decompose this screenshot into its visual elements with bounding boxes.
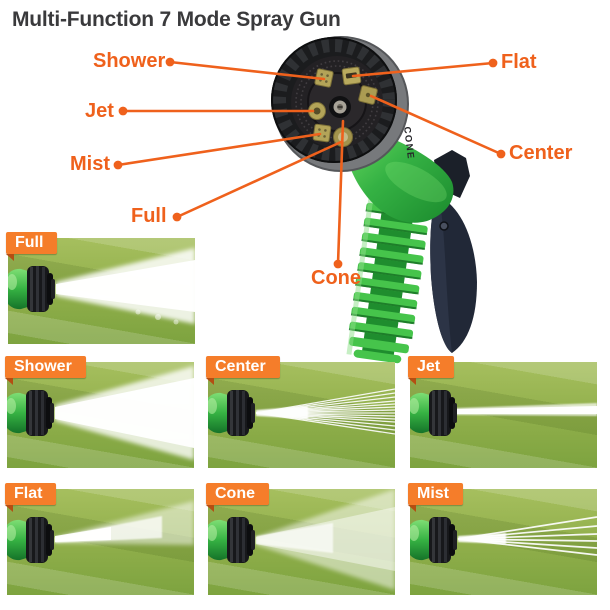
flat-nozzle [341,66,362,86]
spray-photo-jet [410,390,597,436]
hose-nozzle [208,517,255,563]
full-spray [56,248,195,325]
spray-photo-flat [7,501,194,563]
mode-photo-mist: Mist [408,483,597,595]
flat-spray [55,501,194,545]
callout-line-flat [351,61,495,78]
callout-dot-full [172,212,182,222]
spray-photo-full [8,248,195,325]
mode-badge: Jet [408,356,455,385]
callout-label-jet: Jet [85,100,114,122]
callout-label-full: Full [131,205,167,227]
mode-photo-full: Full [6,232,195,344]
badge-fold [408,505,416,512]
center-nozzle [358,85,378,105]
mode-badge-label: Full [15,234,44,251]
cone-spray [256,489,395,590]
spray-photo-shower [7,366,194,460]
nozzle-head: CONE [271,36,416,172]
callout-line-cone [336,119,345,266]
spray-photo-mist [410,516,597,563]
jet-spray [456,403,597,416]
badge-fold [6,254,14,261]
mode-photo-jet: Jet [408,356,597,468]
mode-badge: Flat [5,483,57,512]
mode-badge-label: Mist [417,485,449,502]
callout-dot-flat [488,58,498,68]
badge-fold [408,378,416,385]
callout-dot-shower [165,57,175,67]
mode-photo-cone: Cone [206,483,395,595]
hose-nozzle [410,517,457,563]
hose-nozzle [208,390,255,436]
shower-nozzle [314,68,334,88]
jet-nozzle [308,102,326,120]
mode-badge: Center [206,356,280,385]
mode-badge-label: Cone [215,485,255,502]
mode-badge: Shower [5,356,86,385]
badge-fold [5,378,13,385]
callout-line-mist [116,132,322,167]
hose-nozzle [410,390,457,436]
mode-photo-center: Center [206,356,395,468]
full-nozzle [333,127,353,147]
callout-label-cone: Cone [311,267,361,289]
mode-badge: Full [6,232,58,261]
mode-photo-shower: Shower [5,356,194,468]
mode-badge-label: Center [215,358,266,375]
badge-fold [206,505,214,512]
callout-label-flat: Flat [501,51,537,73]
callout-label-mist: Mist [70,153,110,175]
hose-nozzle [8,266,55,312]
spray-photo-cone [208,489,395,590]
callout-label-center: Center [509,142,573,164]
hose-nozzle [7,390,54,436]
badge-fold [206,378,214,385]
callout-dot-mist [113,160,123,170]
mist-nozzle [312,123,332,143]
mode-photo-flat: Flat [5,483,194,595]
mode-badge: Mist [408,483,463,512]
mode-badge-label: Flat [14,485,43,502]
callout-dot-jet [118,106,128,116]
shower-spray [55,366,194,460]
callout-line-full [175,140,343,219]
spray-photo-center [208,388,395,436]
badge-fold [5,505,13,512]
cone-dial-hub [329,96,351,118]
dial-mode-text: CONE [401,126,416,161]
callout-line-shower [168,60,326,81]
page-title: Multi-Function 7 Mode Spray Gun [12,8,341,31]
callout-dot-center [496,149,506,159]
mode-badge-label: Jet [417,358,441,375]
mode-badge: Cone [206,483,269,512]
callout-line-center [369,94,503,156]
hose-nozzle [7,517,54,563]
callout-label-shower: Shower [93,50,166,72]
trigger [430,150,477,353]
gun-body [343,125,454,223]
mode-badge-label: Shower [14,358,72,375]
